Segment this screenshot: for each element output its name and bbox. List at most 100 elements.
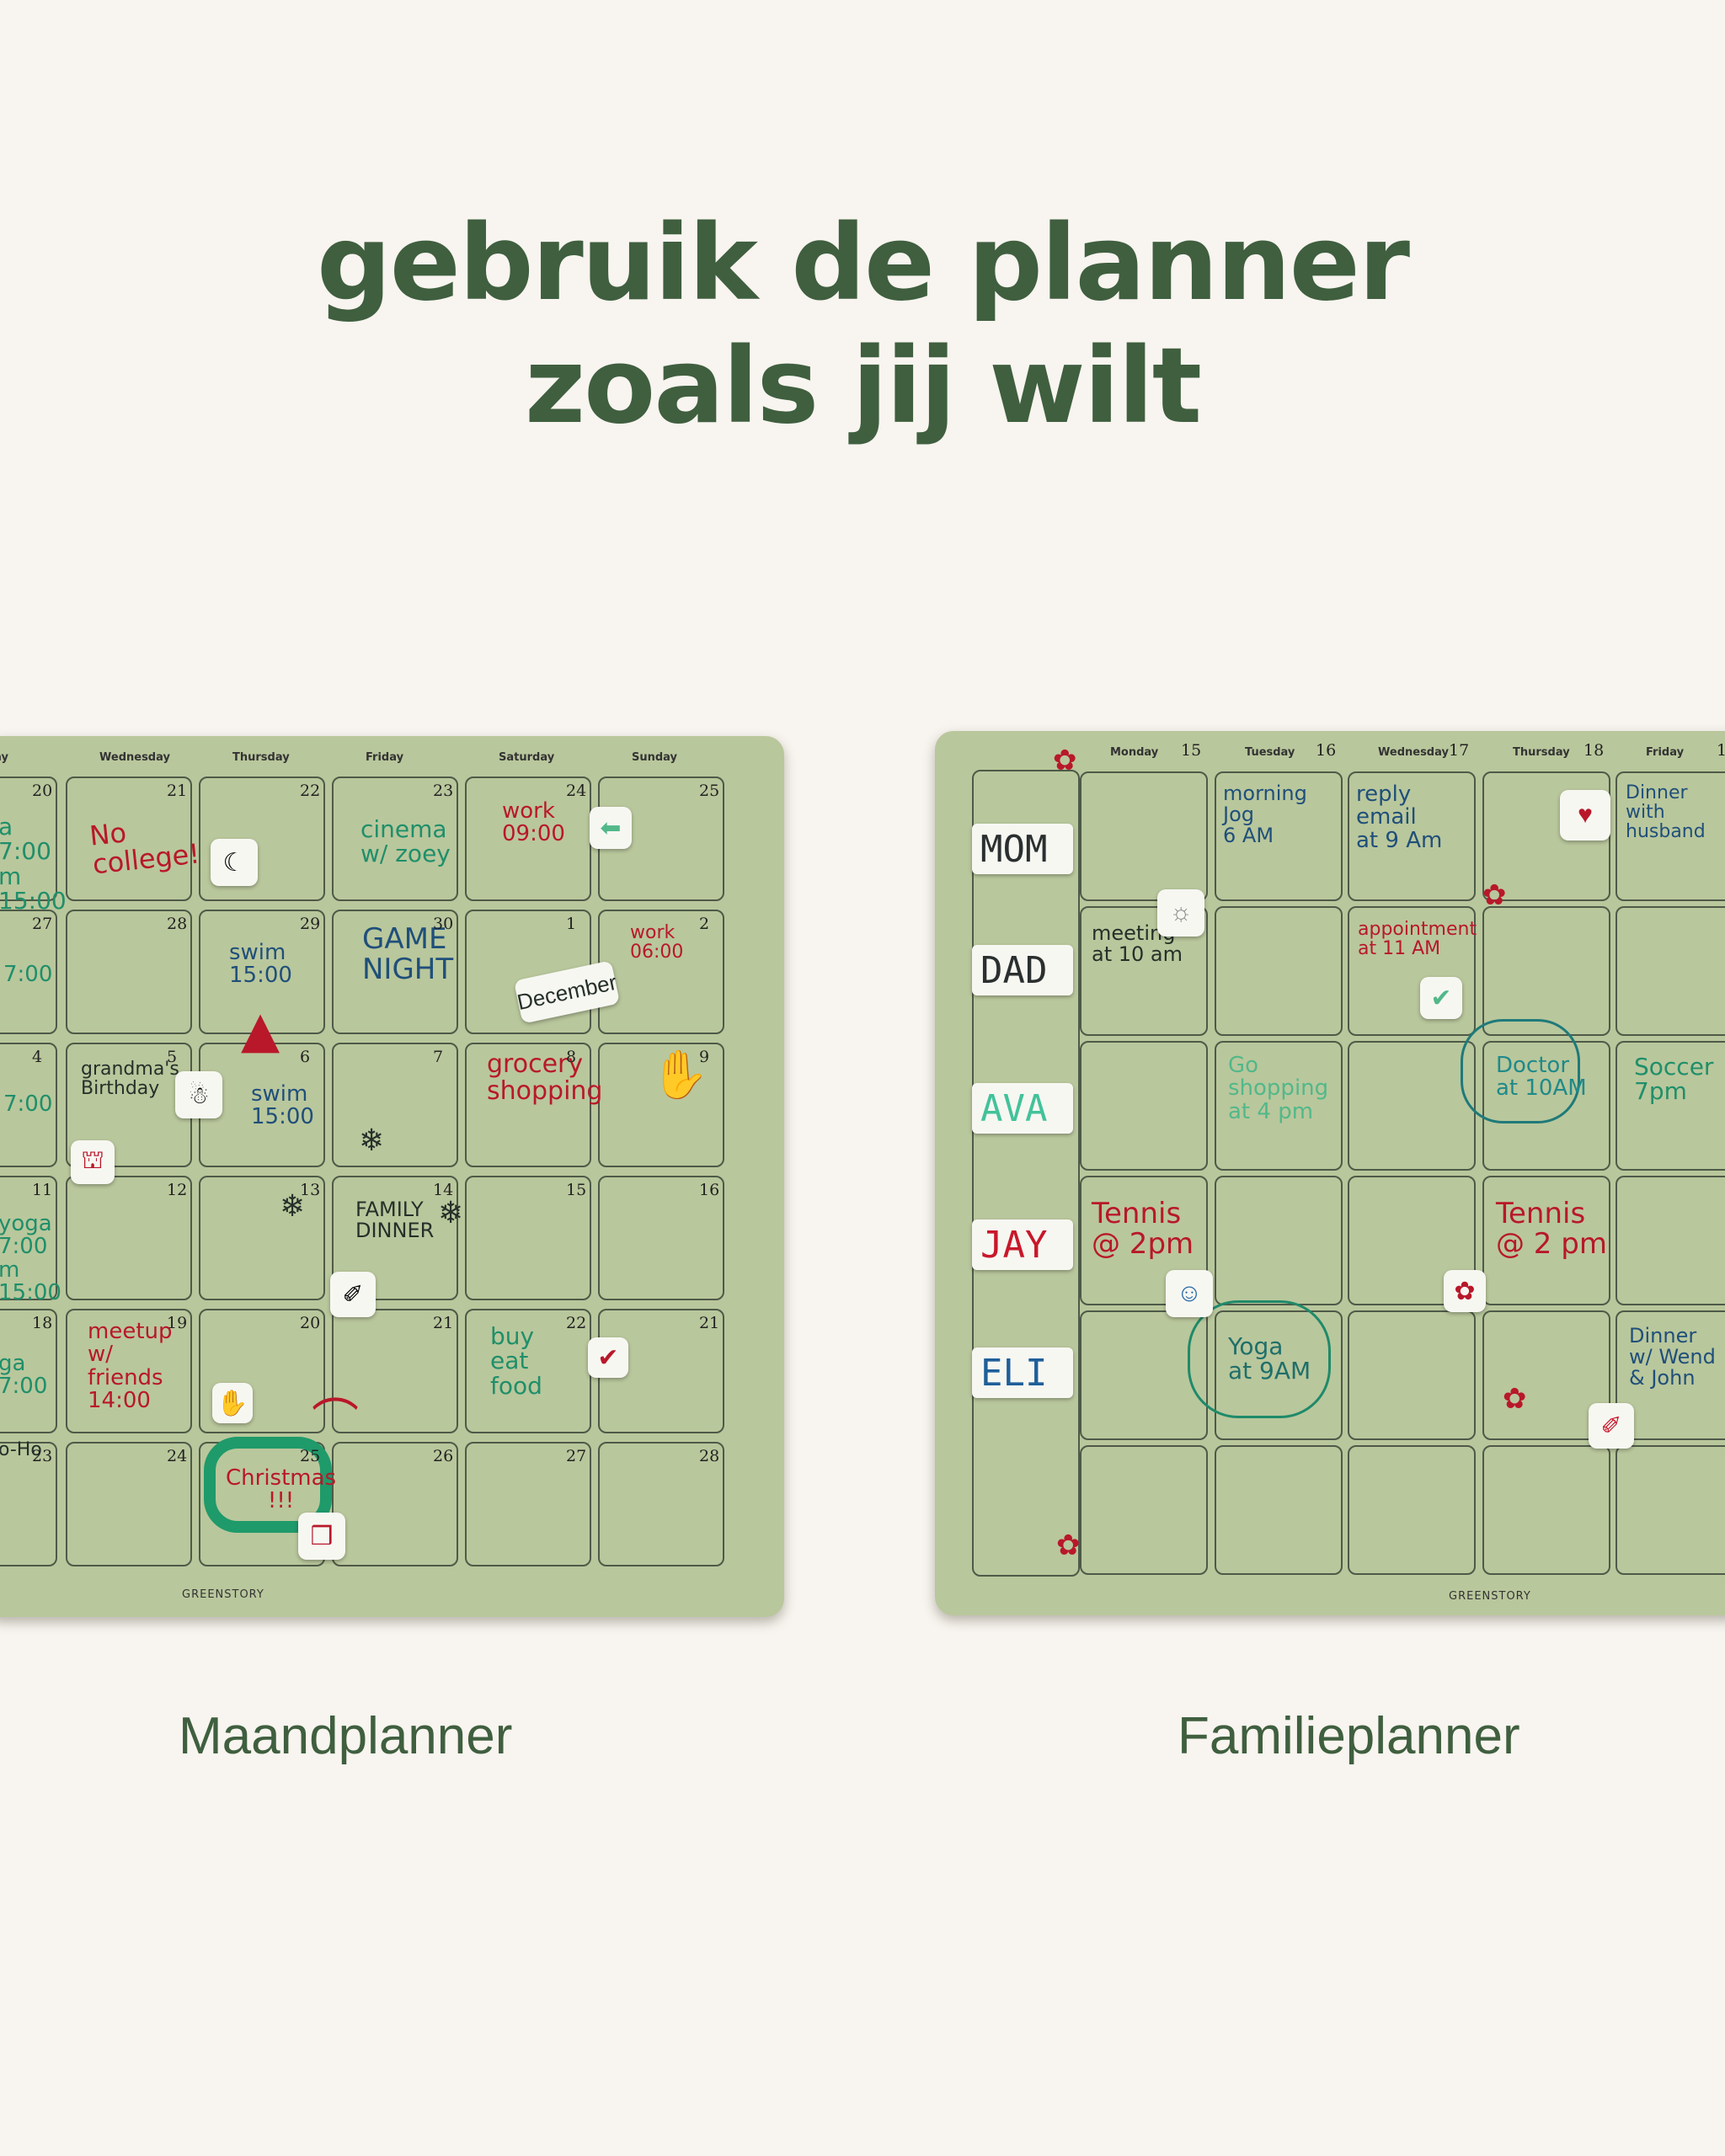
family-day-cell[interactable] [1080,1176,1208,1305]
month-day-cell[interactable] [0,1309,57,1433]
month-day-cell[interactable] [332,1442,458,1566]
family-day-cell[interactable] [1348,1041,1476,1171]
month-day-number: 21 [699,1314,720,1332]
month-note: grandma's Birthday [81,1059,179,1100]
month-day-number: 28 [699,1447,720,1465]
family-day-cell[interactable] [1616,1176,1725,1305]
month-day-cell[interactable] [0,1442,57,1566]
month-day-cell[interactable] [332,1309,458,1433]
month-day-number: 9 [699,1048,710,1066]
family-member-card: MOM [972,824,1073,874]
family-day-number: 16 [1316,741,1337,760]
yoga-cloud [1188,1300,1331,1418]
month-day-number: 25 [699,782,720,800]
family-note: Doctor at 10AM [1496,1053,1587,1102]
family-day-cell[interactable] [1616,1445,1725,1575]
month-day-cell[interactable] [332,1043,458,1167]
family-day-cell[interactable] [1215,906,1343,1036]
month-day-number: 25 [300,1447,321,1465]
month-day-number: 22 [566,1314,587,1332]
month-day-number: 20 [32,782,53,800]
month-day-cell[interactable] [465,1442,591,1566]
family-day-cell[interactable] [1215,1176,1343,1305]
month-note: swim 15:00 [229,940,292,989]
flower-icon: ✿ [1056,1529,1081,1562]
month-day-cell[interactable] [332,776,458,901]
caption-family-planner: Familieplanner [1178,1707,1520,1765]
month-day-cell[interactable] [465,1043,591,1167]
family-day-cell[interactable] [1348,1310,1476,1440]
family-day-header: Wednesday [1378,746,1449,759]
family-day-cell[interactable] [1348,771,1476,901]
family-day-cell[interactable] [1616,1041,1725,1171]
month-day-number: 24 [566,782,587,800]
month-note: work 09:00 [502,798,565,847]
utensils-icon: ✐ [330,1272,376,1317]
family-day-header: Thursday [1513,746,1570,759]
headline: gebruik de planner zoals jij wilt [0,202,1725,448]
month-note: GAME NIGHT [362,922,454,986]
family-day-cell[interactable] [1482,771,1610,901]
caption-month-planner: Maandplanner [179,1707,513,1765]
family-day-cell[interactable] [1080,771,1208,901]
family-day-cell[interactable] [1215,1445,1343,1575]
month-day-number: 23 [433,782,454,800]
month-day-cell[interactable] [199,910,325,1034]
month-note: work 06:00 [630,922,684,963]
month-note: cinema w/ zoey [360,815,451,868]
family-day-number: 18 [1583,741,1605,760]
month-day-cell[interactable] [598,1043,724,1167]
month-day-cell[interactable] [465,1176,591,1300]
month-brand: GREENSTORY [182,1588,264,1601]
month-day-number: 18 [32,1314,53,1332]
month-day-cell[interactable] [66,776,192,901]
candy-cane-icon: ⌒ [312,1395,359,1449]
month-day-cell[interactable] [0,1176,57,1300]
family-note: Soccer 7pm [1634,1053,1714,1106]
family-day-cell[interactable] [1616,906,1725,1036]
family-day-cell[interactable] [1080,1445,1208,1575]
family-day-cell[interactable] [1616,1310,1725,1440]
month-note: 7:00 [3,962,53,987]
month-note: Christmas !!! [226,1465,337,1514]
family-day-cell[interactable] [1482,906,1610,1036]
family-day-header: Tuesday [1245,746,1295,759]
family-day-cell[interactable] [1080,1041,1208,1171]
month-day-header: Thursday [232,751,290,764]
family-day-cell[interactable] [1348,1445,1476,1575]
month-day-cell[interactable] [199,1309,325,1433]
family-day-cell[interactable] [1616,771,1725,901]
month-day-cell[interactable] [598,1176,724,1300]
headline-line-2: zoals jij wilt [524,326,1202,447]
month-day-cell[interactable] [66,1309,192,1433]
checkmark-icon: ✔ [1420,977,1462,1019]
family-day-cell[interactable] [1482,1176,1610,1305]
heart-icon: ♥ [1560,790,1610,841]
month-day-cell[interactable] [199,1176,325,1300]
month-day-cell[interactable] [0,910,57,1034]
family-day-cell[interactable] [1348,906,1476,1036]
month-day-cell[interactable] [66,1442,192,1566]
family-note: Tennis @ 2pm [1092,1197,1194,1261]
month-day-cell[interactable] [598,1442,724,1566]
family-day-cell[interactable] [1080,906,1208,1036]
family-day-cell[interactable] [1482,1310,1610,1440]
month-day-cell[interactable] [0,1043,57,1167]
month-day-number: 2 [699,915,710,933]
month-day-cell[interactable] [199,776,325,901]
family-day-cell[interactable] [1215,1041,1343,1171]
month-day-number: 20 [300,1314,321,1332]
family-day-cell[interactable] [1215,771,1343,901]
month-day-cell[interactable] [66,910,192,1034]
family-day-cell[interactable] [1482,1445,1610,1575]
month-day-cell[interactable] [0,776,57,901]
family-day-number: 17 [1449,741,1470,760]
sun-icon: ☼ [1157,889,1204,937]
flower-icon: ✿ [1503,1382,1527,1416]
gift-icon: ❒ [298,1513,345,1560]
family-day-cell[interactable] [1348,1176,1476,1305]
month-day-cell[interactable] [332,910,458,1034]
family-day-header: Friday [1646,746,1685,759]
month-day-cell[interactable] [332,1176,458,1300]
month-day-cell[interactable] [66,1176,192,1300]
